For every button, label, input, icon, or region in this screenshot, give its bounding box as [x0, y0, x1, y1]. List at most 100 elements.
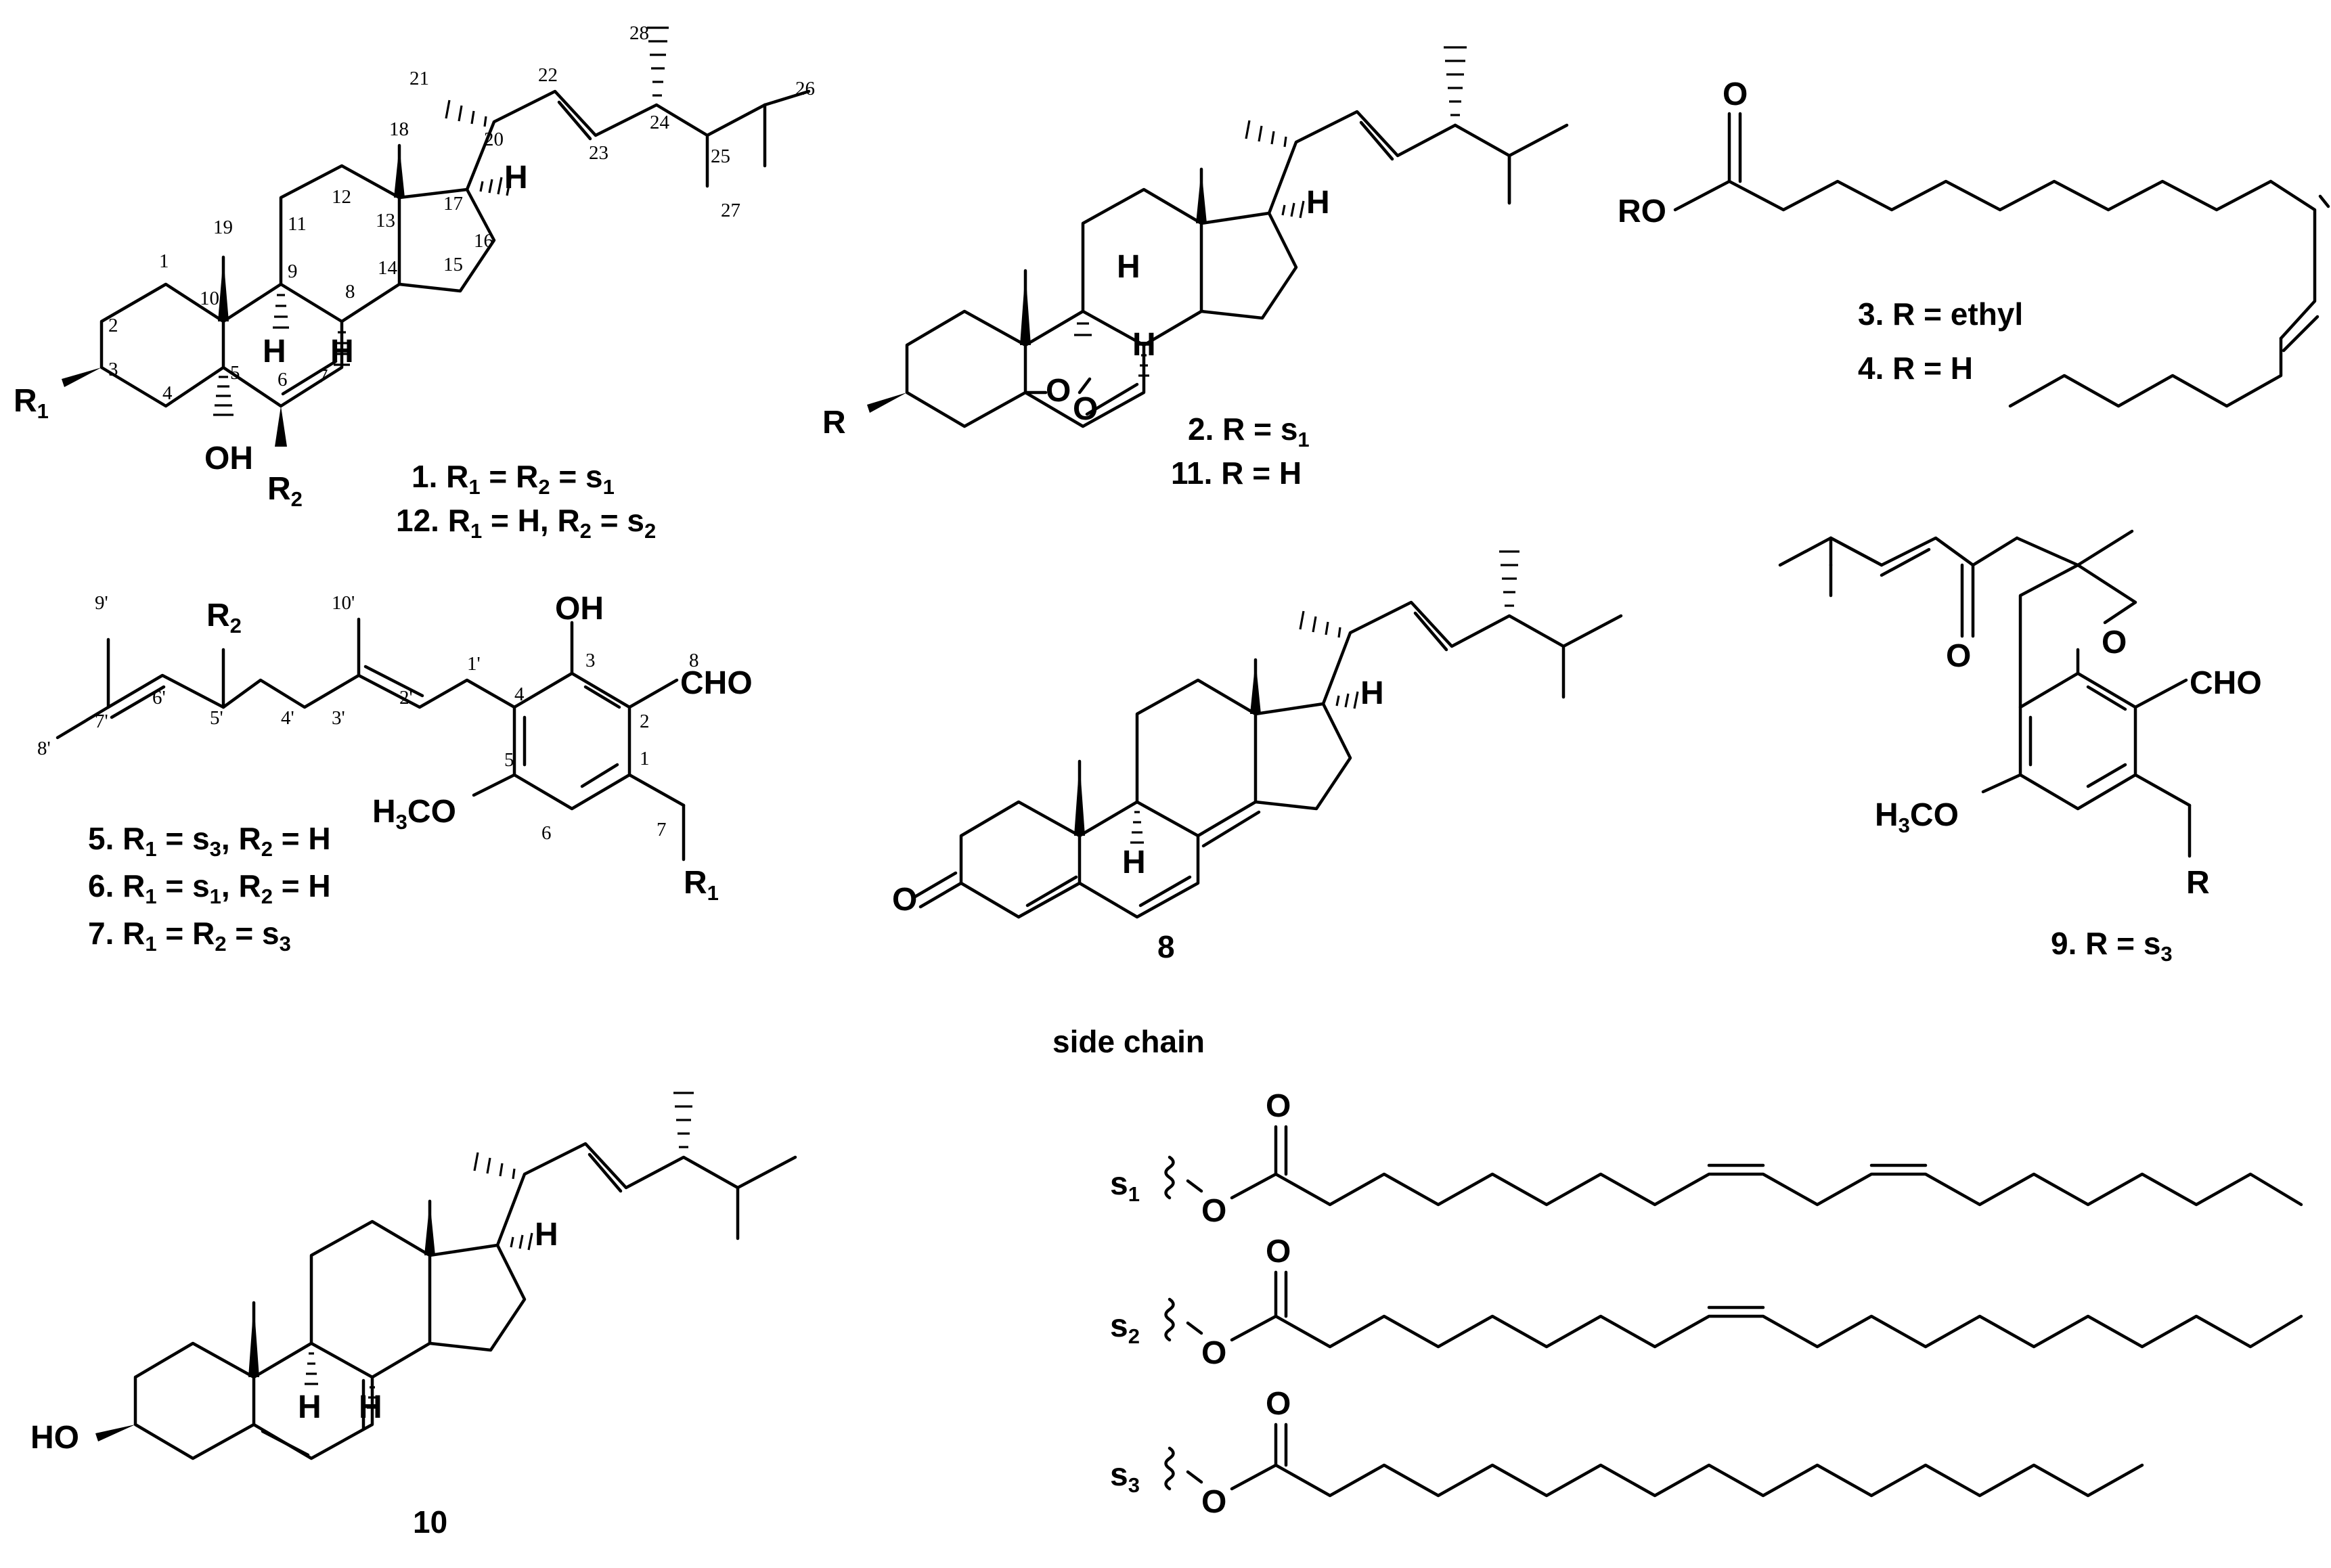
- peroxide-oxygen: O: [1073, 391, 1098, 427]
- compound-7-label: 7. R1 = R2 = s3: [88, 916, 291, 956]
- carbonyl-oxygen: O: [1266, 1088, 1291, 1124]
- hydroxyl-label: OH: [204, 441, 253, 476]
- ketone-oxygen: O: [892, 882, 917, 918]
- atom-number: 4: [514, 684, 525, 705]
- compound-5-atom-numbers: 1 2 3 4 5 6 7 8 1' 2' 3' 4' 5' 6' 7' 8' …: [37, 592, 699, 844]
- stereo-hashes-1: [213, 26, 669, 416]
- ring-oxygen: O: [2102, 625, 2127, 660]
- ester-oxygen: O: [1201, 1484, 1226, 1520]
- compound-2-label: 2. R = s1: [1188, 411, 1310, 451]
- hydroxyl-label: OH: [555, 591, 604, 627]
- compound-3-label: 3. R = ethyl: [1858, 296, 2023, 332]
- atom-number: 24: [650, 112, 670, 133]
- atom-number: 2: [640, 711, 650, 732]
- atom-number: 5: [230, 362, 240, 384]
- atom-number: 5': [210, 707, 223, 729]
- ester-oxygen: O: [1201, 1335, 1226, 1371]
- atom-number: 12: [332, 186, 351, 208]
- atom-number: 15: [443, 254, 463, 275]
- carbonyl-oxygen: O: [1723, 76, 1748, 112]
- compound-5-7-structure: OH CHO H3CO R1 R2 1 2 3 4 5 6 7 8 1' 2' …: [37, 591, 753, 956]
- compound-1-label: 1. R1 = R2 = s1: [412, 459, 615, 499]
- h-atom: H: [263, 334, 286, 369]
- atom-number: 25: [711, 145, 730, 167]
- atom-number: 10: [200, 288, 219, 309]
- compound-2-11-structure: H H H O O R 2. R = s1 11. R = H: [822, 46, 1569, 491]
- c6-r2-wedge: [275, 406, 287, 447]
- atom-number: 5: [504, 749, 514, 771]
- h-atom: H: [330, 334, 354, 369]
- compound-3-4-structure: O RO 3. R = ethyl 4. R = H: [1618, 76, 2330, 408]
- side-chain-s1: s1 O O: [1110, 1088, 2303, 1229]
- atom-number: 9: [288, 261, 298, 282]
- atom-number: 1: [640, 748, 650, 769]
- compound-1-12-structure: 1 2 3 4 5 6 7 8 9 10 11 12 13 14 15 16 1…: [14, 22, 815, 543]
- atom-number: 9': [95, 592, 108, 614]
- atom-number: 23: [589, 142, 608, 164]
- aldehyde-label: CHO: [2190, 665, 2262, 701]
- atom-number: 17: [443, 193, 463, 215]
- c3-r1-wedge: [62, 367, 102, 387]
- atom-number: 2': [399, 687, 413, 709]
- carbonyl-oxygen: O: [1266, 1234, 1291, 1270]
- h-atom: H: [1132, 327, 1156, 363]
- r1-label: R1: [684, 865, 719, 905]
- side-chains: side chain s1 O O s2 O O s3 O O: [1052, 1024, 2303, 1520]
- atom-number: 6': [152, 687, 166, 709]
- atom-number: 26: [795, 78, 815, 99]
- atom-number: 1': [467, 653, 481, 675]
- atom-number: 6: [541, 822, 552, 844]
- compound-12-label: 12. R1 = H, R2 = s2: [396, 503, 656, 543]
- atom-number: 22: [538, 64, 558, 86]
- atom-number: 27: [721, 200, 740, 221]
- r2-label: R2: [267, 471, 303, 511]
- hydroxyl-label: HO: [30, 1420, 79, 1456]
- side-chain-title: side chain: [1052, 1024, 1205, 1059]
- peroxide-oxygen: O: [1046, 373, 1071, 409]
- atom-number: 3: [108, 359, 118, 380]
- atom-number: 21: [409, 68, 429, 89]
- atom-number: 8': [37, 738, 51, 759]
- methoxy-label: H3CO: [372, 794, 456, 834]
- atom-number: 13: [376, 210, 395, 231]
- atom-number: 7': [95, 711, 108, 732]
- compound-9-structure: O O CHO H3CO R 9. R = s3: [1778, 529, 2262, 966]
- h-atom: H: [298, 1389, 321, 1425]
- compound-1-atom-numbers: 1 2 3 4 5 6 7 8 9 10 11 12 13 14 15 16 1…: [108, 22, 815, 404]
- atom-number: 3: [585, 650, 596, 671]
- r-label: R: [2186, 865, 2210, 901]
- h-atom: H: [1306, 185, 1330, 221]
- atom-number: 2: [108, 315, 118, 336]
- r-label: R: [822, 405, 846, 441]
- compound-9-label: 9. R = s3: [2051, 926, 2173, 966]
- atom-number: 19: [213, 217, 233, 238]
- h-atom: H: [359, 1389, 382, 1425]
- compound-11-label: 11. R = H: [1171, 455, 1302, 491]
- ester-ro-label: RO: [1618, 194, 1666, 229]
- r2-label: R2: [206, 598, 242, 637]
- s3-label: s3: [1110, 1457, 1140, 1497]
- atom-number: 18: [389, 118, 409, 140]
- carbonyl-oxygen: O: [1266, 1386, 1291, 1422]
- methoxy-label: H3CO: [1875, 797, 1959, 837]
- atom-number: 7: [318, 365, 328, 387]
- compound-1-12-bonds: [99, 89, 767, 408]
- h-atom: H: [504, 160, 528, 196]
- aldehyde-label: CHO: [680, 665, 753, 701]
- atom-number: 6: [278, 369, 288, 390]
- atom-number: 20: [484, 129, 504, 150]
- ester-oxygen: O: [1201, 1193, 1226, 1229]
- atom-number: 8: [345, 281, 355, 303]
- atom-number: 28: [629, 22, 649, 44]
- atom-number: 16: [474, 230, 493, 252]
- atom-number: 4': [281, 707, 294, 729]
- c13-methyl-wedge: [394, 145, 405, 198]
- c10-methyl-wedge: [218, 257, 229, 321]
- side-chain-s3: s3 O O: [1110, 1386, 2144, 1520]
- h-atom: H: [1360, 675, 1384, 711]
- atom-number: 14: [378, 257, 398, 279]
- atom-number: 8: [689, 650, 699, 671]
- h-atom: H: [1117, 249, 1140, 285]
- s1-label: s1: [1110, 1166, 1140, 1206]
